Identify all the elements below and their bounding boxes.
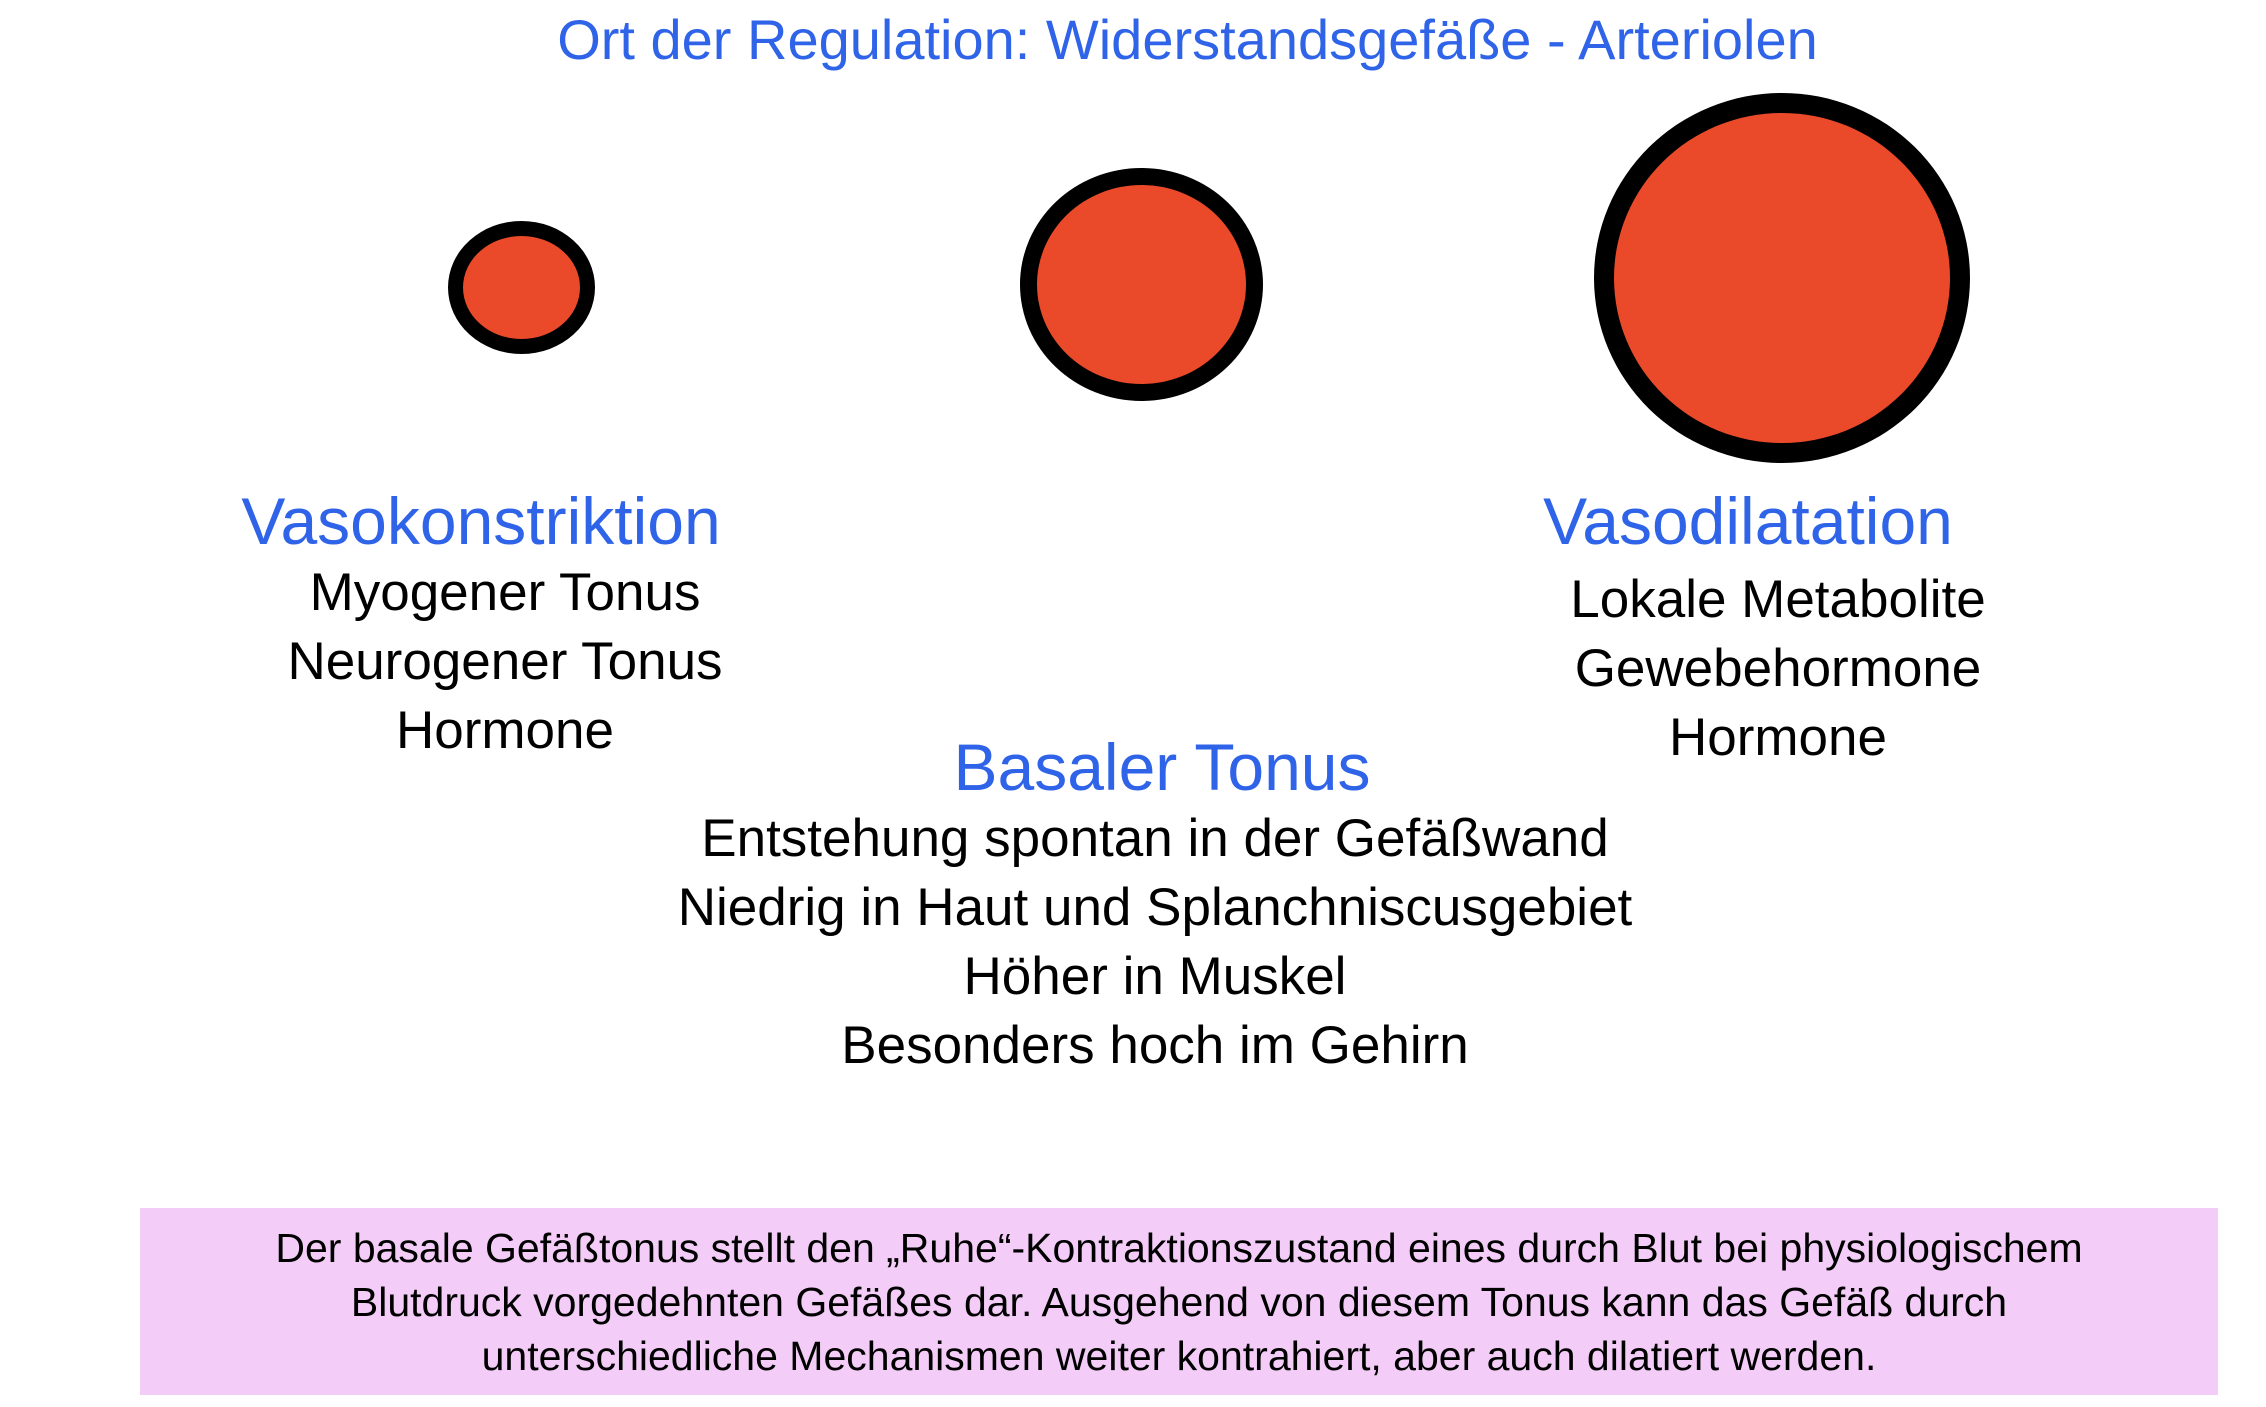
vasokonstriktion-item: Hormone xyxy=(396,701,614,760)
basal-tonus-heading: Basaler Tonus xyxy=(953,730,1371,804)
basal-tonus-item: Höher in Muskel xyxy=(963,947,1347,1006)
vasokonstriktion-group: Vasokonstriktion Myogener Tonus Neurogen… xyxy=(205,484,805,765)
vasokonstriktion-item: Myogener Tonus xyxy=(309,563,701,622)
note-line: unterschiedliche Mechanismen weiter kont… xyxy=(481,1333,1877,1379)
note-box: Der basale Gefäßtonus stellt den „Ruhe“-… xyxy=(140,1208,2218,1395)
note-line: Blutdruck vorgedehnten Gefäßes dar. Ausg… xyxy=(350,1279,2008,1325)
basal-tonus-group: Basaler Tonus Entstehung spontan in der … xyxy=(555,730,1755,1080)
vessel-constricted-circle xyxy=(448,221,595,354)
vasodilatation-item: Hormone xyxy=(1669,708,1887,767)
note-line: Der basale Gefäßtonus stellt den „Ruhe“-… xyxy=(275,1225,2083,1271)
vasodilatation-item: Gewebehormone xyxy=(1574,639,1982,698)
vasokonstriktion-item: Neurogener Tonus xyxy=(287,632,723,691)
basal-tonus-item: Besonders hoch im Gehirn xyxy=(841,1016,1469,1075)
basal-tonus-item: Entstehung spontan in der Gefäßwand xyxy=(701,809,1609,868)
vasokonstriktion-heading: Vasokonstriktion xyxy=(241,484,721,558)
vasodilatation-item: Lokale Metabolite xyxy=(1570,570,1986,629)
basal-tonus-item: Niedrig in Haut und Splanchniscusgebiet xyxy=(677,878,1633,937)
vasodilatation-group: Vasodilatation Lokale Metabolite Gewebeh… xyxy=(1478,484,2078,772)
vessel-dilated-circle xyxy=(1594,93,1970,463)
vasodilatation-heading: Vasodilatation xyxy=(1543,484,1953,558)
vessel-basal-circle xyxy=(1020,168,1263,401)
slide-title: Ort der Regulation: Widerstandsgefäße - … xyxy=(557,8,1818,71)
